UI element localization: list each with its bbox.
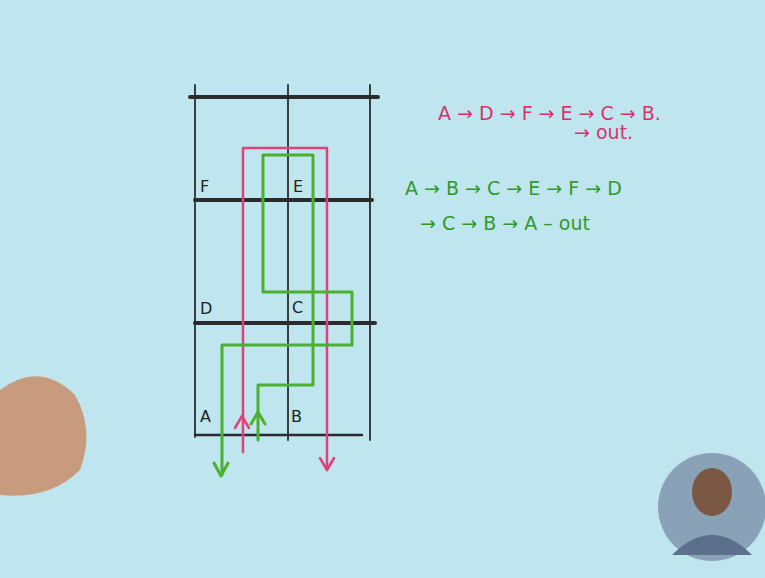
presenter-body [672, 535, 752, 555]
route-note: A → D → F → E → C → B. [438, 103, 661, 124]
route-note: → C → B → A – out [420, 213, 590, 234]
room-letter: F [200, 178, 209, 196]
route-note: A → B → C → E → F → D [405, 178, 622, 199]
room-letter: A [200, 408, 211, 426]
presenter-inset [658, 453, 765, 561]
room-letter: C [292, 299, 303, 317]
hand [0, 376, 86, 496]
room-letter: D [200, 300, 212, 318]
room-letter: B [291, 408, 302, 426]
room-letter: E [293, 178, 303, 196]
route-note: → out. [574, 122, 633, 143]
grid [190, 85, 378, 440]
presenter-head [692, 468, 732, 516]
green-route [214, 155, 352, 476]
red-route [235, 148, 334, 470]
